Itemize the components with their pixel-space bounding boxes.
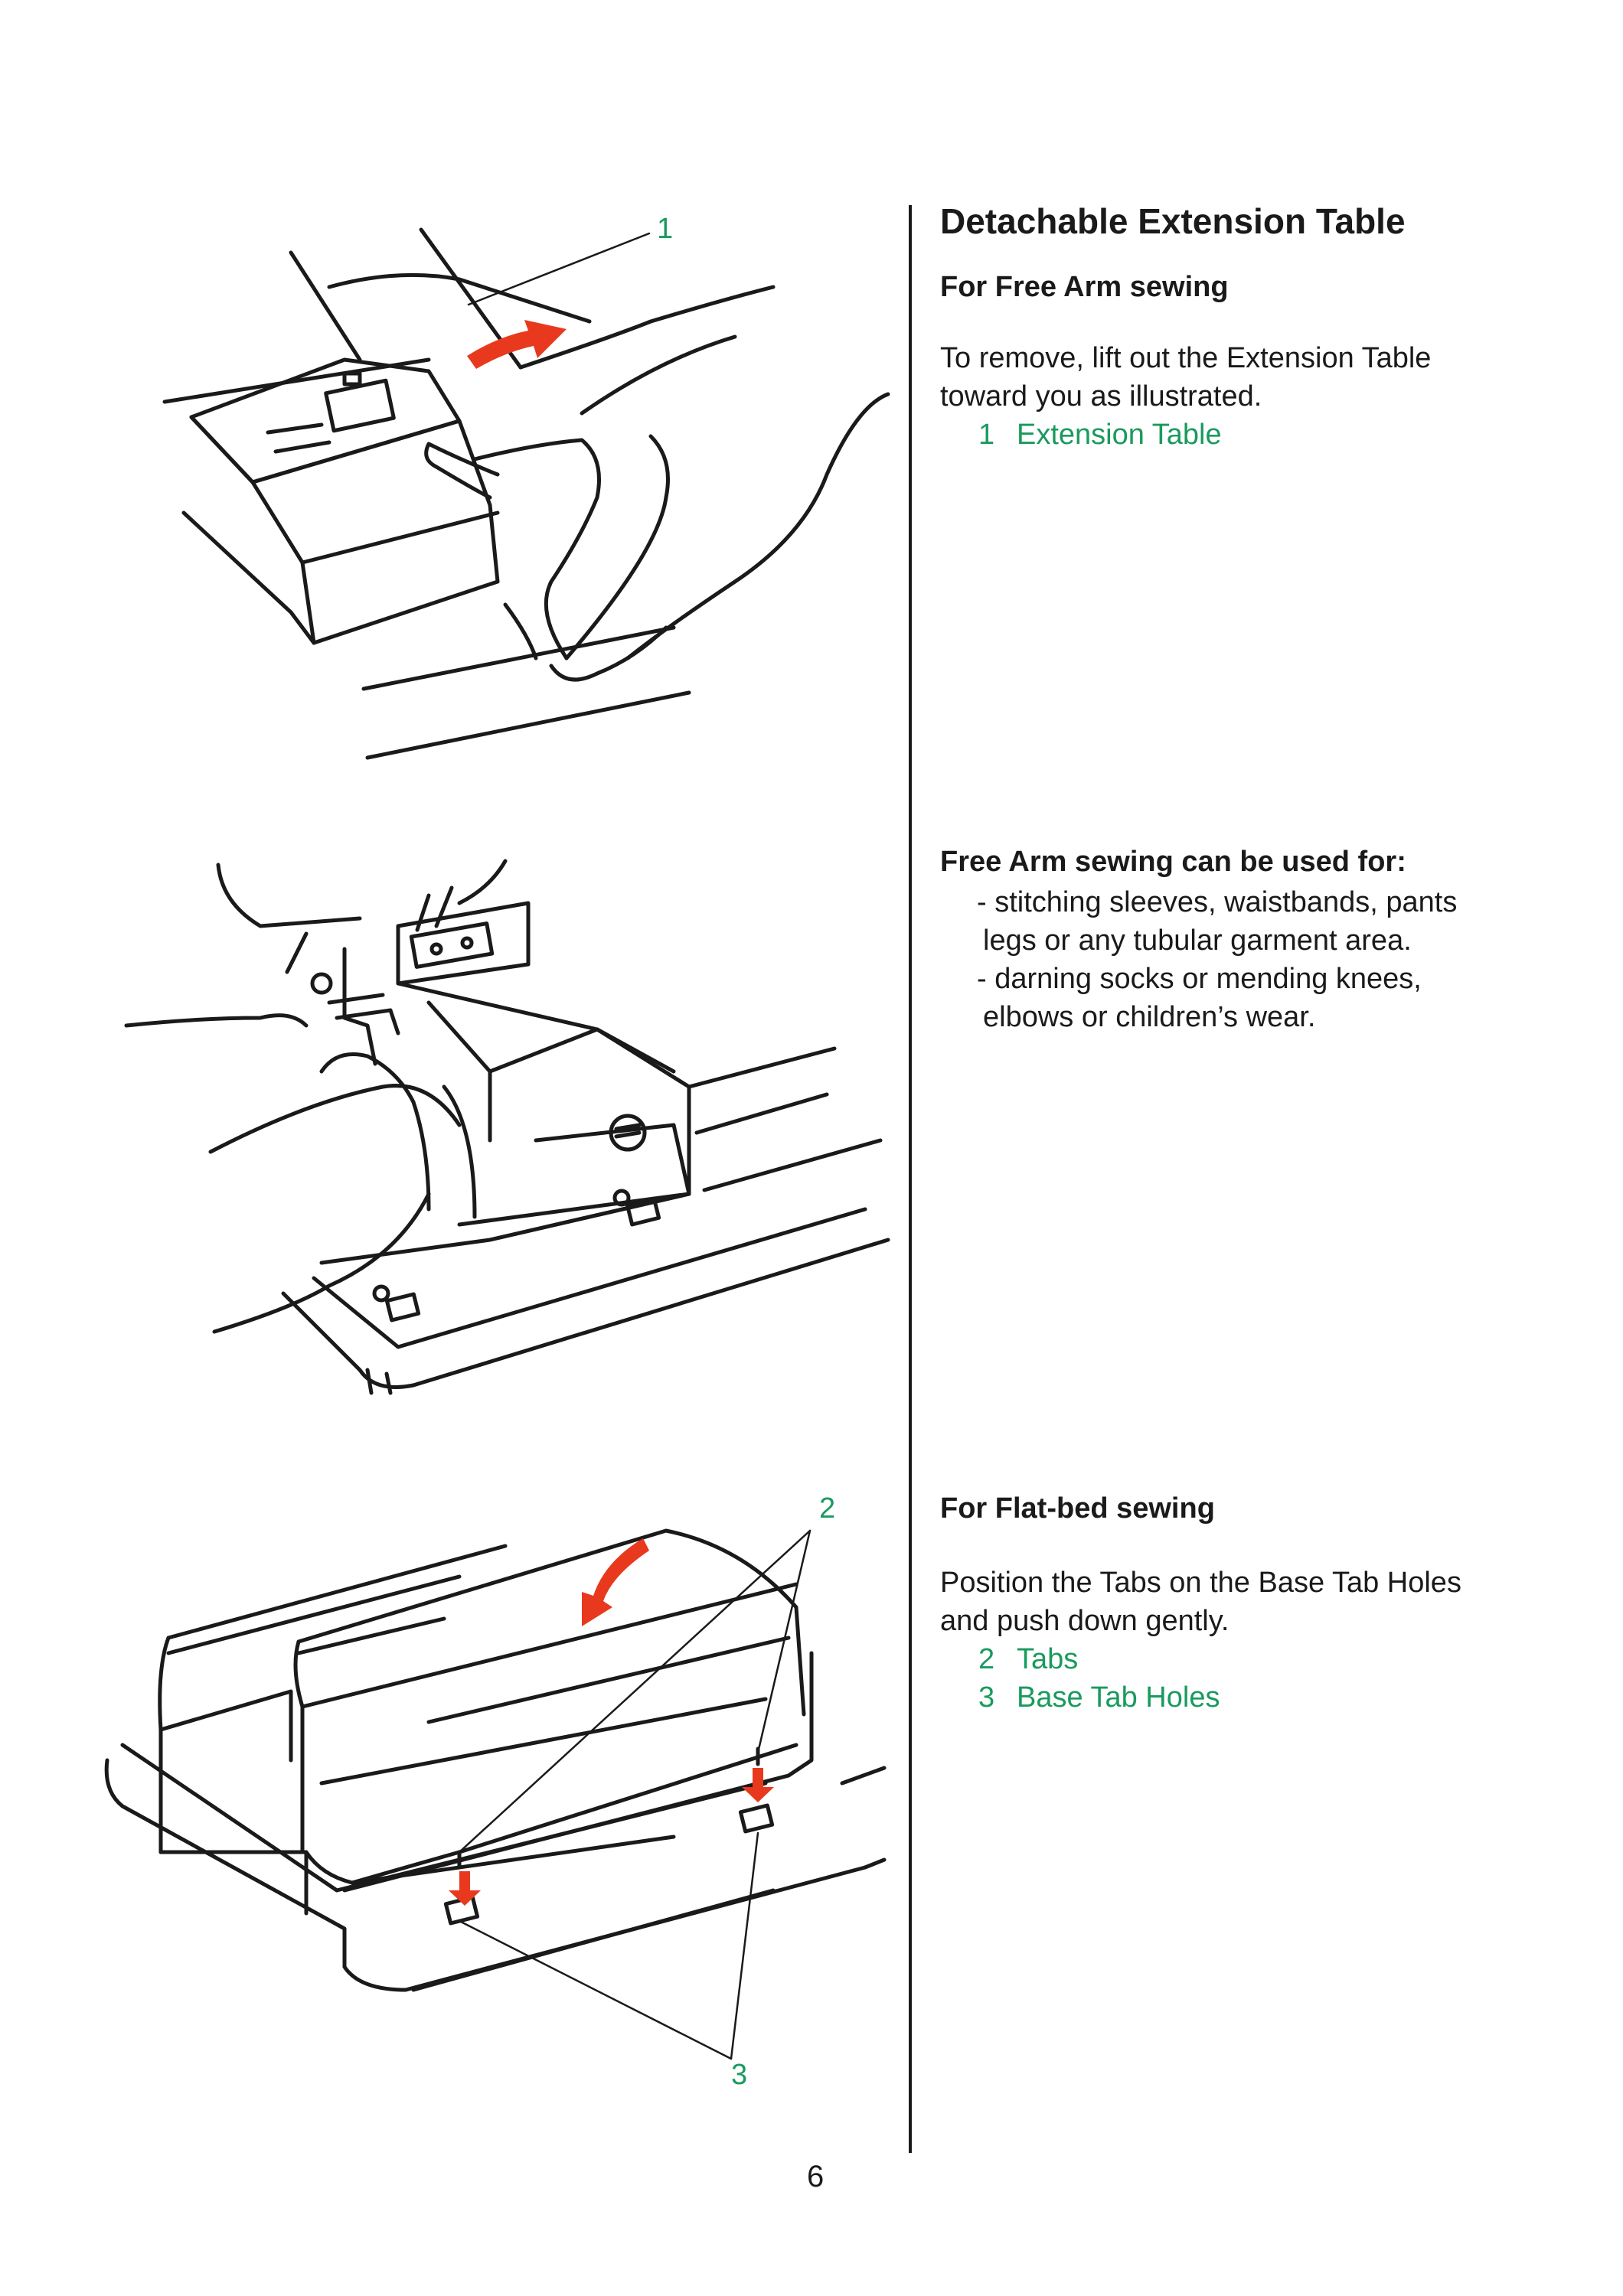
figure-remove-extension-table	[162, 227, 890, 760]
figure-flat-bed-sewing	[104, 1528, 887, 1992]
section-free-arm: Detachable Extension Table For Free Arm …	[940, 201, 1583, 454]
arrow-icon	[449, 320, 774, 1906]
callout-3: 3	[731, 2059, 748, 2091]
list-item: - darning socks or mending knees, elbows…	[977, 963, 1422, 1033]
flat-bed-heading: For Flat-bed sewing	[940, 1492, 1215, 1525]
section-uses: Free Arm sewing can be used for: - stitc…	[940, 846, 1583, 1036]
figure-free-arm-sewing	[124, 859, 890, 1395]
flat-bed-text-line-2: and push down gently.	[940, 1605, 1229, 1637]
callout-1: 1	[657, 213, 674, 245]
hand-icon	[424, 442, 500, 500]
section-flat-bed: For Flat-bed sewing Position the Tabs on…	[940, 1492, 1583, 1717]
page-number: 6	[807, 2160, 825, 2193]
column-divider	[909, 205, 912, 2153]
free-arm-text-line-1: To remove, lift out the Extension Table	[940, 342, 1432, 374]
callout-2: 2	[819, 1492, 836, 1525]
free-arm-heading: For Free Arm sewing	[940, 271, 1229, 303]
page-title: Detachable Extension Table	[940, 201, 1406, 241]
list-item: - stitching sleeves, waistbands, pants l…	[977, 886, 1458, 957]
free-arm-text-line-2: toward you as illustrated.	[940, 380, 1262, 413]
uses-heading: Free Arm sewing can be used for:	[940, 846, 1406, 878]
hand-icon	[124, 1013, 309, 1028]
flat-bed-text-line-1: Position the Tabs on the Base Tab Holes	[940, 1567, 1461, 1599]
